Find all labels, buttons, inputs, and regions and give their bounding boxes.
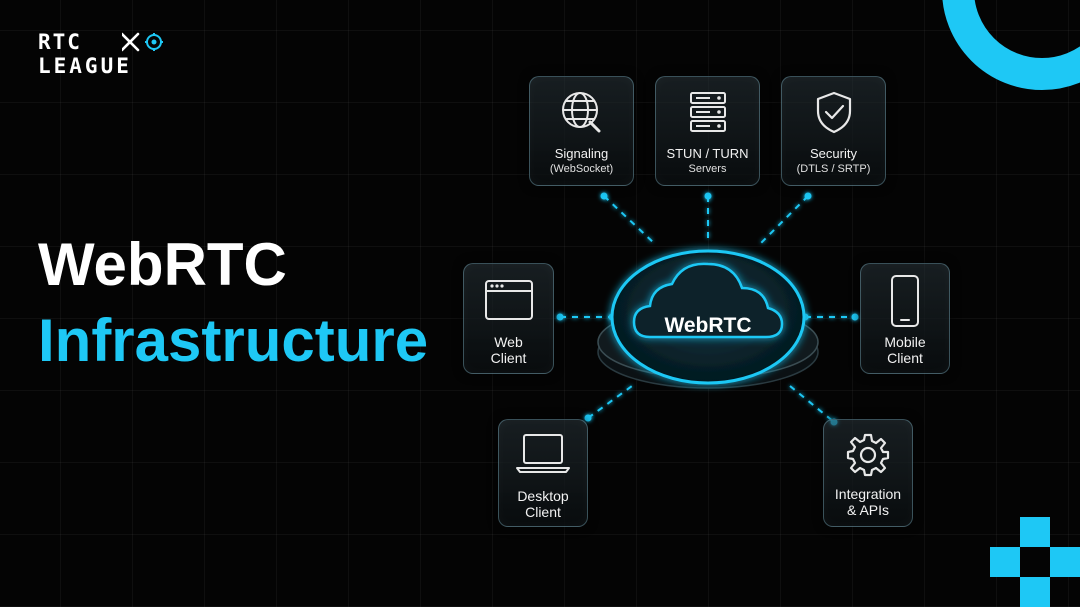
brand-mark-icon — [122, 32, 163, 52]
brand-line-2: LEAGUE — [38, 54, 132, 78]
integration-line-2: & APIs — [846, 502, 890, 518]
browser-window-icon — [484, 280, 533, 320]
corner-checker-pattern — [990, 517, 1080, 607]
headline-line-1: WebRTC — [38, 231, 287, 298]
brand-line-1: RTC — [38, 30, 82, 54]
security-title: Security — [810, 146, 857, 161]
mobile-client-line-1: Mobile — [884, 334, 926, 350]
connector-integration — [789, 385, 835, 423]
desktop-client-line-1: Desktop — [517, 488, 569, 504]
server-icon — [689, 92, 726, 132]
node-stun-turn: STUN / TURN Servers — [655, 76, 760, 186]
cloud-icon — [632, 262, 784, 339]
headline-line-2: Infrastructure — [38, 307, 429, 374]
node-desktop-client: Desktop Client — [498, 419, 588, 527]
node-mobile-client: Mobile Client — [860, 263, 950, 374]
node-integration-apis: Integration & APIs — [823, 419, 913, 527]
node-signaling: Signaling (WebSocket) — [529, 76, 634, 186]
web-client-line-2: Client — [490, 350, 527, 366]
integration-line-1: Integration — [834, 486, 902, 502]
brand-logo: RTC LEAGUE — [38, 30, 188, 80]
node-web-client: Web Client — [463, 263, 554, 374]
signaling-title: Signaling — [554, 146, 609, 161]
mobile-client-line-2: Client — [887, 350, 923, 366]
laptop-icon — [516, 434, 570, 473]
globe-icon — [561, 92, 600, 133]
stun-turn-subtitle: Servers — [688, 163, 727, 175]
smartphone-icon — [891, 275, 919, 327]
hub-label: WebRTC — [664, 314, 752, 337]
shield-check-icon — [816, 91, 851, 134]
stun-turn-title: STUN / TURN — [666, 146, 749, 161]
desktop-client-line-2: Client — [525, 504, 561, 520]
node-security: Security (DTLS / SRTP) — [781, 76, 886, 186]
webrtc-hub — [597, 249, 819, 389]
gear-icon — [846, 433, 890, 477]
signaling-subtitle: (WebSocket) — [549, 163, 614, 175]
web-client-line-1: Web — [494, 334, 523, 350]
security-subtitle: (DTLS / SRTP) — [796, 163, 871, 175]
connector-desktop — [587, 385, 633, 419]
